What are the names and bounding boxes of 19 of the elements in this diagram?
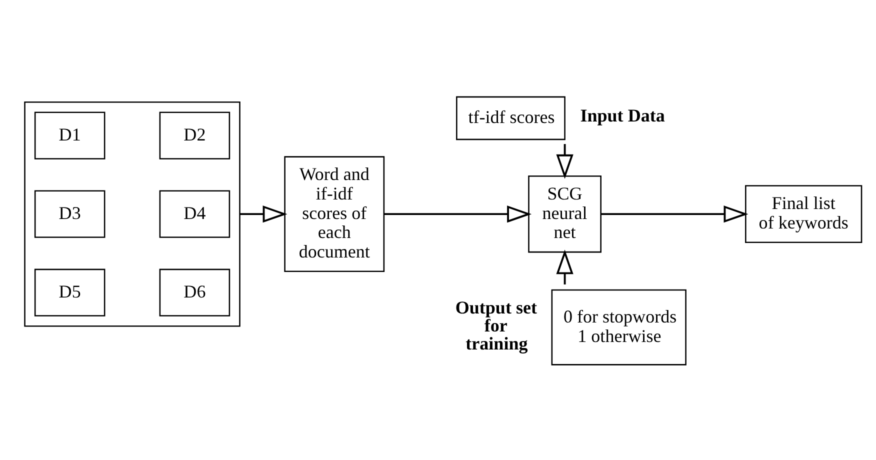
arrow: [556, 249, 574, 284]
arrow: [384, 205, 532, 222]
node-box: SCG neural net: [528, 174, 602, 252]
node-box: Word and if-idf scores of each document: [284, 156, 385, 272]
node-box: D2: [159, 111, 230, 159]
node-box: D4: [159, 190, 230, 238]
node-box: D6: [159, 268, 230, 316]
node-box: Final list of keywords: [745, 184, 862, 243]
arrow: [240, 205, 288, 222]
node-label: Output set for training: [455, 296, 537, 354]
node-box: D5: [34, 268, 106, 316]
node-box: 0 for stopwords 1 otherwise: [551, 288, 686, 365]
arrow: [556, 144, 574, 178]
node-box: tf-idf scores: [456, 96, 566, 140]
node-box: D1: [34, 111, 106, 159]
node-label: Input Data: [580, 105, 665, 126]
arrow: [600, 205, 748, 222]
cluster: [24, 100, 240, 326]
node-box: D3: [34, 190, 106, 238]
